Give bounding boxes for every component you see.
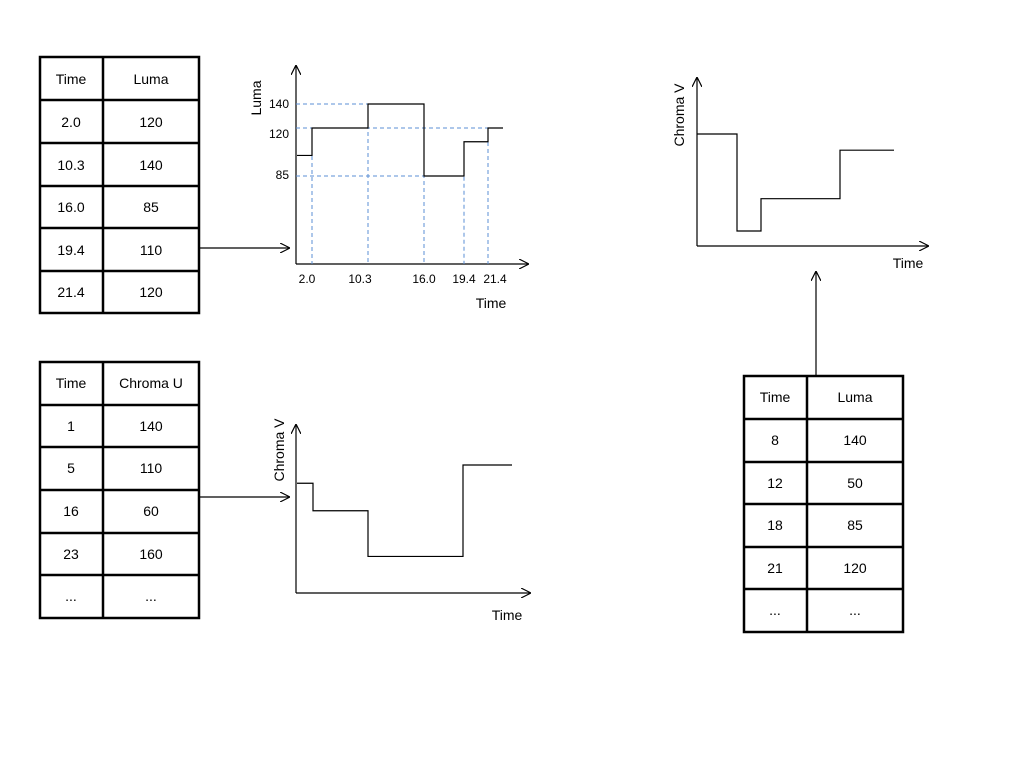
table-cell: 140 (843, 432, 867, 448)
x-axis-label: Time (476, 295, 507, 311)
x-tick-label: 21.4 (483, 272, 507, 286)
table-cell: 10.3 (57, 157, 84, 173)
luma-step-line (297, 103, 503, 177)
table-cell: 110 (140, 242, 163, 258)
table-header-cell: Luma (837, 389, 872, 405)
chart-luma: 2.0 10.3 16.0 19.4 21.4 140 120 85 Time … (248, 66, 528, 311)
chroma-v-step-line (697, 133, 894, 232)
table-cell: 50 (847, 475, 863, 491)
table-header-cell: Time (56, 375, 87, 391)
table-cell: 110 (140, 460, 163, 476)
table-cell: 60 (143, 503, 159, 519)
table-cell: 18 (767, 517, 783, 533)
y-tick-label: 85 (276, 168, 290, 182)
table-cell: 120 (139, 114, 163, 130)
table-cell: 21 (767, 560, 783, 576)
table-cell: ... (769, 602, 781, 618)
table-cell: 140 (139, 418, 163, 434)
y-axis-label: Chroma V (271, 418, 287, 482)
table-cell: 140 (139, 157, 163, 173)
table-cell: 16 (63, 503, 79, 519)
table-cell: 160 (139, 546, 163, 562)
table-header-cell: Chroma U (119, 375, 183, 391)
table-cell: 19.4 (57, 242, 84, 258)
chroma-v-step-line (297, 464, 512, 558)
table-cell: 85 (143, 199, 159, 215)
x-tick-label: 2.0 (299, 272, 316, 286)
table-header-cell: Luma (133, 71, 168, 87)
table-cell: 21.4 (57, 284, 84, 300)
table-luma-1: Time Luma 2.0 120 10.3 140 16.0 85 19.4 … (38, 55, 201, 315)
y-tick-label: 120 (269, 127, 289, 141)
table-header-cell: Time (56, 71, 87, 87)
x-tick-label: 19.4 (452, 272, 476, 286)
table-cell: 12 (767, 475, 783, 491)
table-cell: ... (65, 588, 77, 604)
x-tick-label: 16.0 (412, 272, 436, 286)
table-cell: 23 (63, 546, 79, 562)
table-cell: 2.0 (61, 114, 81, 130)
x-axis-label: Time (893, 255, 924, 271)
table-cell: 1 (67, 418, 75, 434)
x-axis-label: Time (492, 607, 523, 623)
table-cell: 16.0 (57, 199, 84, 215)
y-axis-label: Luma (248, 80, 264, 115)
chart-chroma-v-top: Time Chroma V (671, 78, 928, 271)
table-header-cell: Time (760, 389, 791, 405)
table-cell: ... (145, 588, 157, 604)
table-luma-2: Time Luma 8 140 12 50 18 85 21 120 ... .… (742, 374, 905, 634)
table-cell: 5 (67, 460, 75, 476)
table-cell: 8 (771, 432, 779, 448)
y-axis-label: Chroma V (671, 83, 687, 147)
table-cell: 120 (139, 284, 163, 300)
table-cell: 120 (843, 560, 867, 576)
table-cell: 85 (847, 517, 863, 533)
table-chroma-u: Time Chroma U 1 140 5 110 16 60 23 160 .… (38, 360, 201, 620)
x-tick-label: 10.3 (348, 272, 372, 286)
chart-chroma-v-bottom: Time Chroma V (271, 418, 530, 623)
y-tick-label: 140 (269, 97, 289, 111)
table-cell: ... (849, 602, 861, 618)
